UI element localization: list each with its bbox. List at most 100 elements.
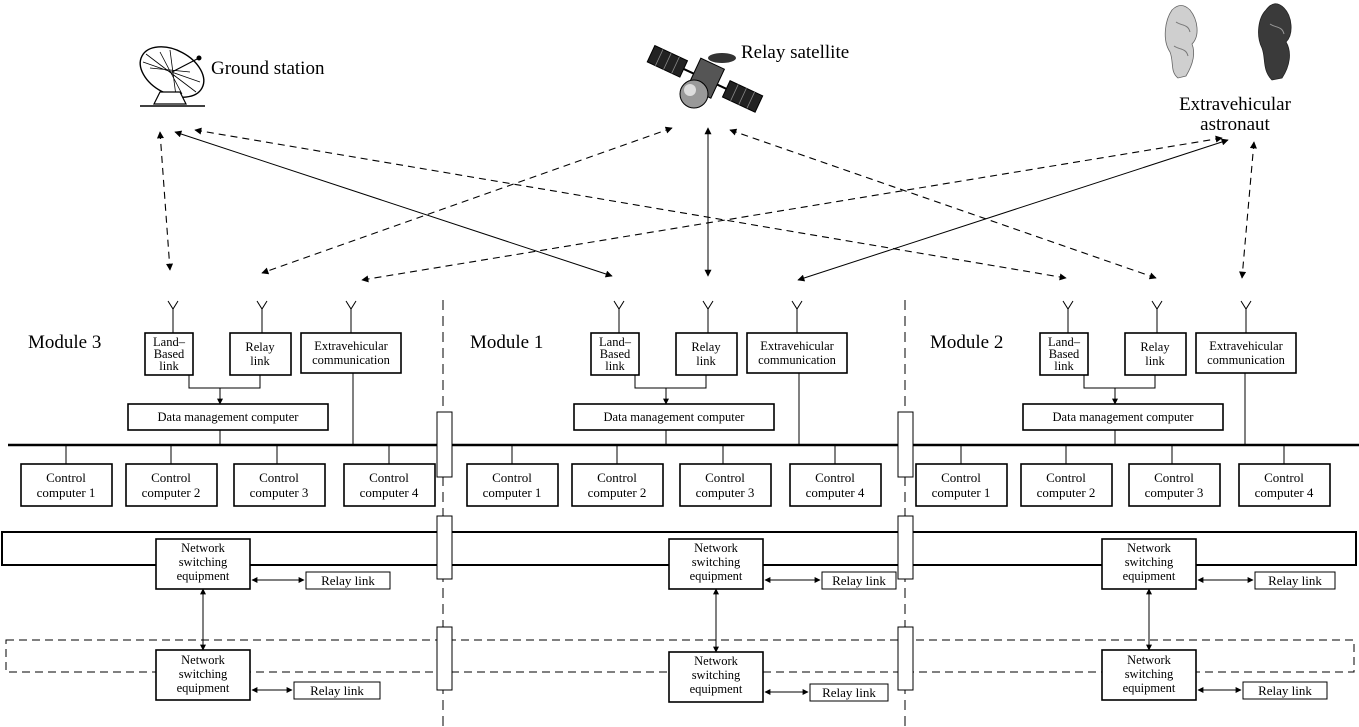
box-label: Extravehicular bbox=[760, 339, 834, 353]
network-switching-equipment bbox=[155, 538, 251, 590]
box-label: Network bbox=[1127, 653, 1171, 667]
box-label: computer 3 bbox=[1145, 485, 1204, 500]
relay-link-label-box bbox=[809, 683, 889, 702]
connector-box bbox=[436, 626, 453, 691]
box-label: switching bbox=[1125, 555, 1174, 569]
control-computer-3 bbox=[233, 463, 326, 507]
box-label: equipment bbox=[177, 569, 230, 583]
box-label: computer 1 bbox=[483, 485, 542, 500]
box-label: Land– bbox=[153, 335, 186, 349]
extravehicular-communication-box bbox=[300, 332, 402, 374]
astronaut-label-line-2: astronaut bbox=[1200, 114, 1270, 135]
box-label: switching bbox=[692, 555, 741, 569]
box-label: Control bbox=[259, 470, 299, 485]
box-label: communication bbox=[312, 353, 391, 367]
backup-network-switching-equipment bbox=[1101, 649, 1197, 701]
land-based-link-box bbox=[1039, 332, 1089, 376]
box-label: link bbox=[605, 359, 625, 373]
module-1: Module 1 Land– Based link Relay link Ext… bbox=[466, 300, 897, 703]
box-label: communication bbox=[1207, 353, 1286, 367]
box-label: Relay link bbox=[832, 573, 886, 588]
module-name: Module 2 bbox=[930, 332, 1003, 353]
control-computer-4 bbox=[1238, 463, 1331, 507]
box-label: Network bbox=[181, 653, 225, 667]
module-name: Module 3 bbox=[28, 332, 101, 353]
control-computer-1 bbox=[20, 463, 113, 507]
box-label: Data management computer bbox=[158, 410, 300, 424]
connector-box bbox=[897, 411, 914, 478]
box-label: Relay link bbox=[310, 683, 364, 698]
box-label: Control bbox=[369, 470, 409, 485]
box-label: Control bbox=[1154, 470, 1194, 485]
extravehicular-communication-box bbox=[746, 332, 848, 374]
box-label: equipment bbox=[1123, 569, 1176, 583]
box-label: Network bbox=[694, 541, 738, 555]
relay-satellite-label: Relay satellite bbox=[741, 42, 849, 63]
link-astronaut-module1 bbox=[797, 138, 1229, 282]
link-to-dmc bbox=[634, 375, 707, 404]
connector-box bbox=[436, 515, 453, 580]
ground-station-dish-icon bbox=[139, 46, 205, 107]
box-label: Land– bbox=[599, 335, 632, 349]
control-computer-4 bbox=[343, 463, 436, 507]
box-label: equipment bbox=[690, 682, 743, 696]
module-2: Module 2 Land– Based link Relay link Ext… bbox=[915, 300, 1336, 701]
box-label: switching bbox=[692, 668, 741, 682]
box-label: Relay bbox=[245, 340, 275, 354]
box-label: computer 2 bbox=[1037, 485, 1096, 500]
control-computer-2 bbox=[1020, 463, 1113, 507]
data-management-computer-box bbox=[1022, 403, 1224, 431]
box-label: computer 4 bbox=[1255, 485, 1314, 500]
box-label: link bbox=[1145, 354, 1165, 368]
box-label: Relay link bbox=[1268, 573, 1322, 588]
box-label: Relay link bbox=[321, 573, 375, 588]
box-label: link bbox=[1054, 359, 1074, 373]
relay-link-label-box bbox=[1242, 681, 1328, 700]
link-ground-module1 bbox=[174, 130, 613, 278]
box-label: Control bbox=[46, 470, 86, 485]
link-relay-module2 bbox=[729, 128, 1157, 280]
link-astronaut-module3 bbox=[361, 135, 1223, 283]
relay-link-label-box bbox=[821, 571, 897, 590]
box-label: Extravehicular bbox=[1209, 339, 1283, 353]
relay-satellite-icon bbox=[646, 44, 764, 113]
connector-box bbox=[436, 411, 453, 478]
control-computer-3 bbox=[679, 463, 772, 507]
connector-box bbox=[897, 626, 914, 691]
box-label: Land– bbox=[1048, 335, 1081, 349]
box-label: computer 4 bbox=[806, 485, 865, 500]
box-label: switching bbox=[179, 555, 228, 569]
box-label: Data management computer bbox=[604, 410, 746, 424]
astronaut-label-line-1: Extravehicular bbox=[1179, 94, 1292, 115]
box-label: communication bbox=[758, 353, 837, 367]
backup-network-switching-equipment bbox=[668, 651, 764, 703]
box-label: Based bbox=[1049, 347, 1080, 361]
box-label: switching bbox=[179, 667, 228, 681]
network-switching-equipment bbox=[668, 538, 764, 590]
control-computer-2 bbox=[125, 463, 218, 507]
box-label: equipment bbox=[177, 681, 230, 695]
control-computer-1 bbox=[915, 463, 1008, 507]
box-label: equipment bbox=[1123, 681, 1176, 695]
module-name: Module 1 bbox=[470, 332, 543, 353]
link-to-dmc bbox=[188, 375, 261, 404]
astronaut-icon bbox=[1164, 3, 1292, 81]
box-label: computer 2 bbox=[588, 485, 647, 500]
box-label: Control bbox=[492, 470, 532, 485]
relay-link-box bbox=[1124, 332, 1187, 376]
box-label: computer 3 bbox=[696, 485, 755, 500]
box-label: Control bbox=[597, 470, 637, 485]
box-label: computer 3 bbox=[250, 485, 309, 500]
control-computer-2 bbox=[571, 463, 664, 507]
box-label: Relay bbox=[691, 340, 721, 354]
control-computer-1 bbox=[466, 463, 559, 507]
box-label: Data management computer bbox=[1053, 410, 1195, 424]
box-label: computer 1 bbox=[37, 485, 96, 500]
link-ground-module2 bbox=[194, 127, 1067, 281]
link-astronaut-module2 bbox=[1239, 141, 1257, 279]
box-label: equipment bbox=[690, 569, 743, 583]
connector-box bbox=[897, 515, 914, 580]
link-ground-module3 bbox=[156, 131, 174, 271]
extravehicular-communication-box bbox=[1195, 332, 1297, 374]
box-label: link bbox=[696, 354, 716, 368]
